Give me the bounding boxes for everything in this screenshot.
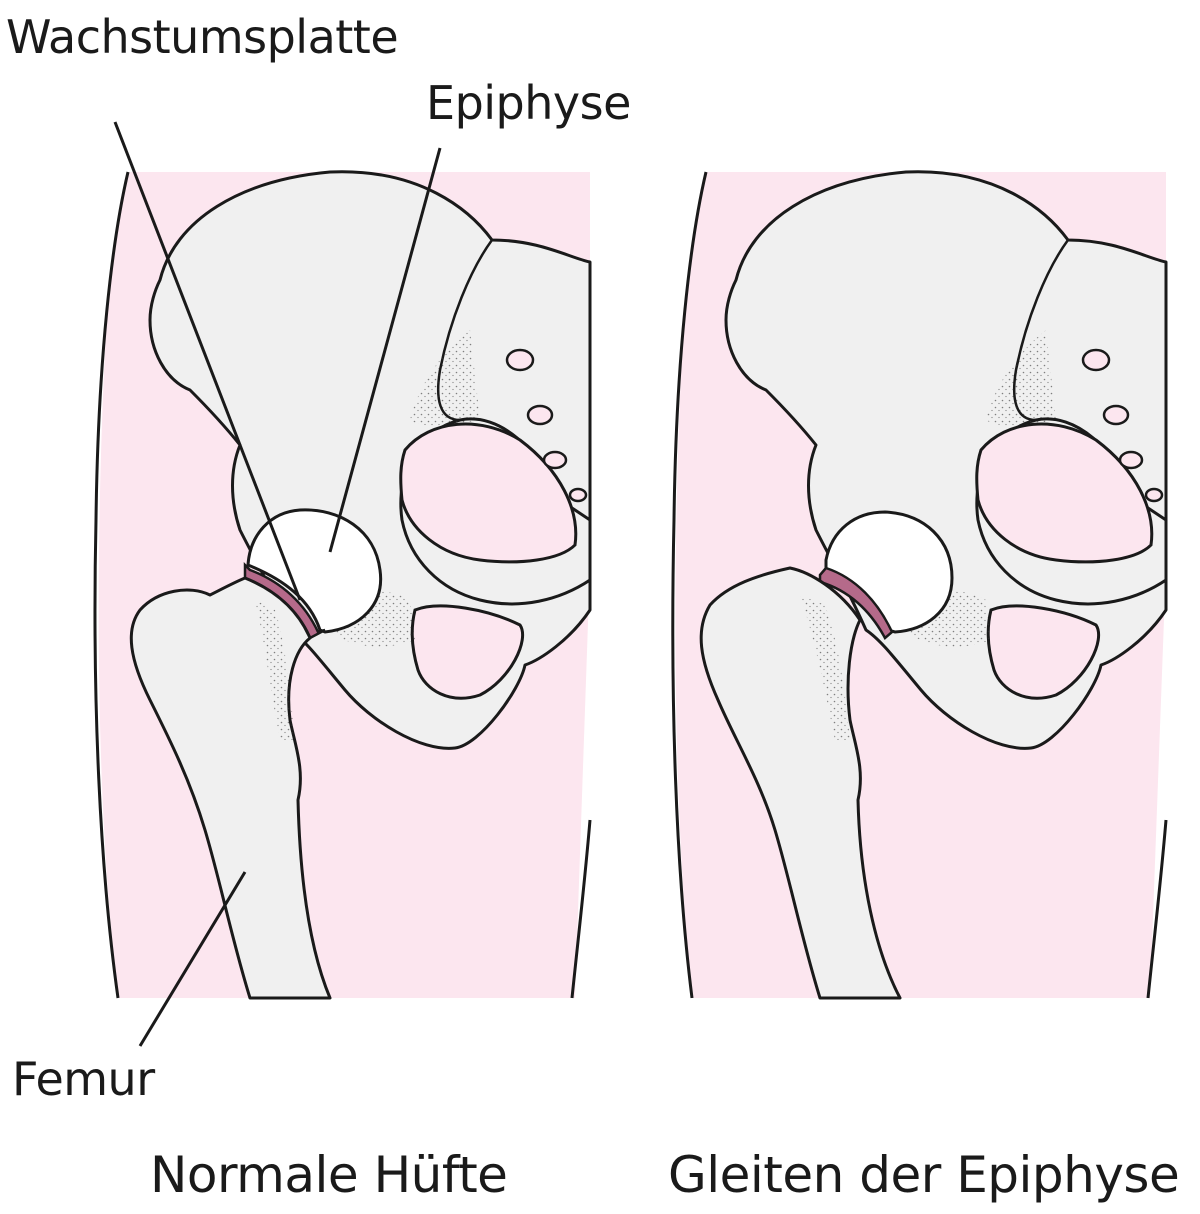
slipped-hip-panel bbox=[671, 170, 1168, 1000]
obturator-foramen-right bbox=[986, 604, 1101, 700]
growth-plate-right bbox=[818, 566, 894, 640]
slipped-epiphysis-caption: Gleiten der Epiphyse bbox=[668, 1146, 1180, 1204]
thigh-contour-right bbox=[1146, 819, 1168, 999]
normal-hip-panel bbox=[93, 121, 592, 1047]
pelvis-shading-left bbox=[410, 330, 480, 426]
sacral-foramen-2-left bbox=[526, 404, 554, 426]
femur-right bbox=[699, 566, 902, 1000]
sacral-foramen-4-right bbox=[1144, 487, 1164, 503]
femur-shading-left bbox=[255, 600, 295, 740]
femur-shading-right bbox=[800, 595, 850, 740]
pelvis-right bbox=[724, 170, 1168, 750]
pelvis-shading-right bbox=[986, 330, 1056, 426]
sacral-foramen-1-right bbox=[1081, 348, 1111, 372]
sacral-foramen-3-right bbox=[1118, 450, 1144, 470]
sacral-foramen-1-left bbox=[505, 348, 535, 372]
sciatic-notch-left bbox=[399, 422, 578, 564]
thigh-contour-left bbox=[570, 819, 592, 999]
leader-growth-plate bbox=[113, 121, 302, 601]
normal-hip-caption: Normale Hüfte bbox=[150, 1146, 508, 1204]
sacral-foramen-3-left bbox=[542, 450, 568, 470]
sacral-foramen-4-left bbox=[568, 487, 588, 503]
epiphysis-left bbox=[246, 508, 383, 634]
pelvis-left bbox=[148, 170, 592, 750]
obturator-foramen-left bbox=[410, 604, 525, 700]
leader-epiphysis bbox=[328, 147, 442, 553]
sacral-foramen-2-right bbox=[1102, 404, 1130, 426]
sciatic-notch-right bbox=[975, 422, 1154, 564]
epiphysis-label: Epiphyse bbox=[426, 76, 631, 130]
leader-femur bbox=[138, 871, 247, 1047]
body-contour-left bbox=[93, 171, 130, 999]
body-contour-right bbox=[671, 171, 708, 999]
femur-label: Femur bbox=[12, 1052, 155, 1106]
growth-plate-label: Wachstumsplatte bbox=[6, 10, 399, 64]
